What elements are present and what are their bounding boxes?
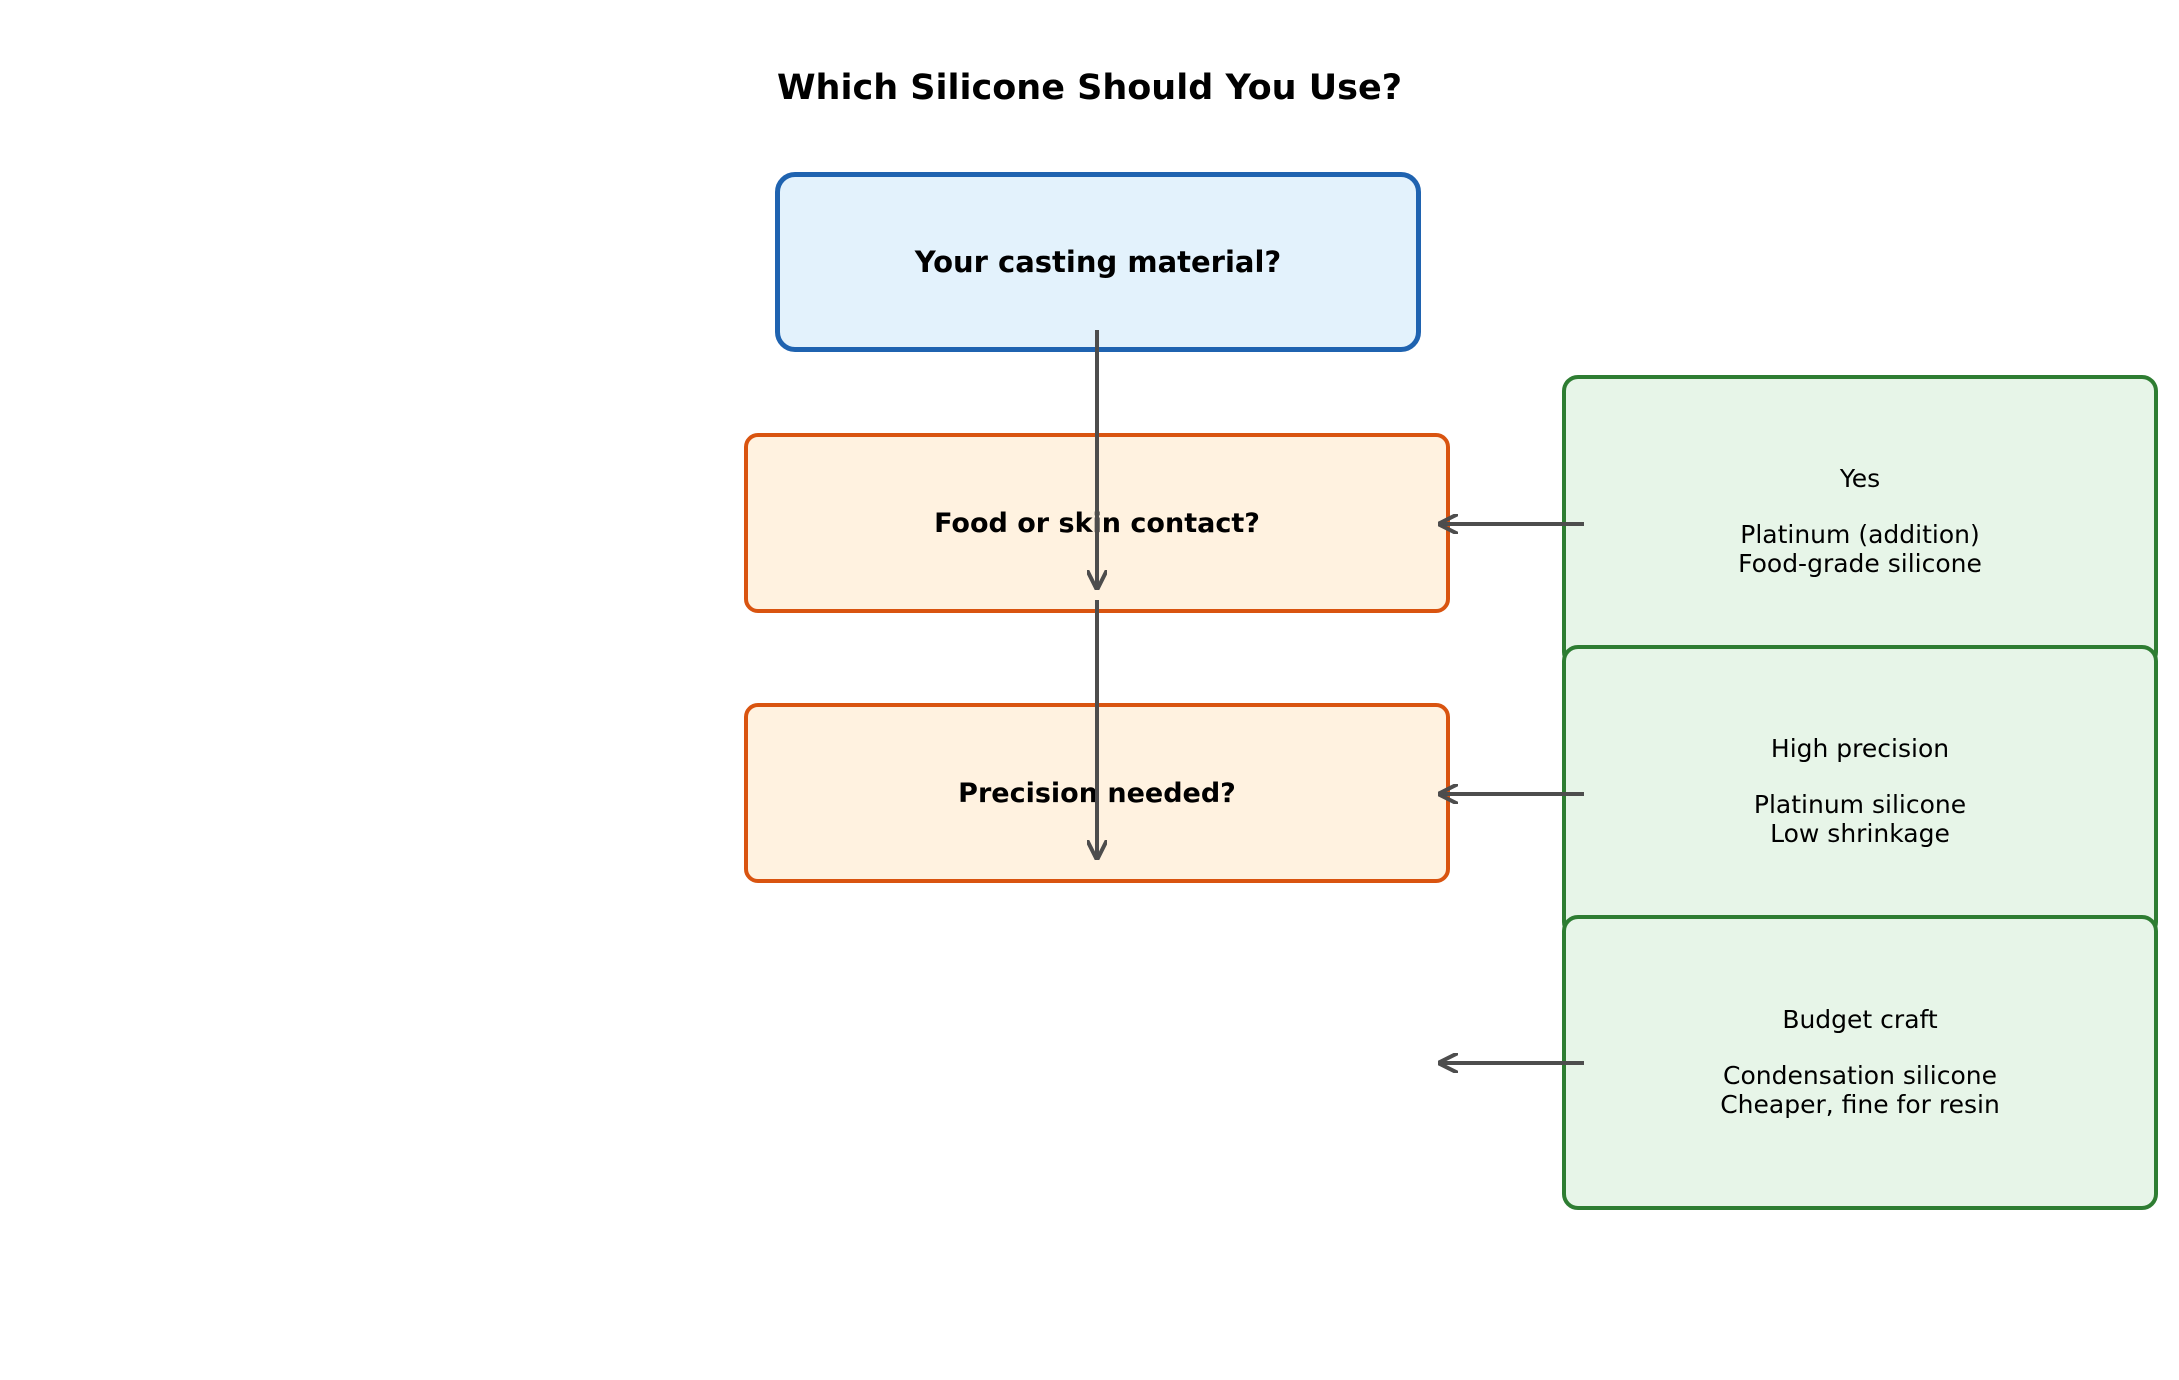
answer-heading: High precision (1770, 733, 1950, 763)
answer-node-food-grade: Yes Platinum (addition) Food-grade silic… (1562, 375, 2158, 668)
answer-heading: Yes (1839, 463, 1881, 493)
question-node-food-contact: Food or skin contact? (744, 433, 1450, 613)
answer-line: Platinum (addition) (1740, 520, 1980, 550)
answer-line: Cheaper, fine for resin (1720, 1089, 2000, 1119)
question-node-label: Precision needed? (958, 777, 1236, 809)
answer-node-high-precision: High precision Platinum silicone Low shr… (1562, 645, 2158, 938)
question-node-precision: Precision needed? (744, 703, 1450, 883)
start-node: Your casting material? (775, 172, 1421, 352)
answer-node-budget: Budget craft Condensation silicone Cheap… (1562, 915, 2158, 1210)
answer-line: Food-grade silicone (1738, 548, 1982, 578)
answer-line: Low shrinkage (1770, 818, 1950, 848)
answer-line: Platinum silicone (1753, 790, 1967, 820)
diagram-title: Which Silicone Should You Use? (776, 68, 1403, 108)
answer-heading: Budget craft (1782, 1004, 1938, 1034)
start-node-label: Your casting material? (914, 245, 1282, 279)
question-node-label: Food or skin contact? (934, 507, 1260, 539)
answer-line: Condensation silicone (1723, 1061, 1997, 1091)
